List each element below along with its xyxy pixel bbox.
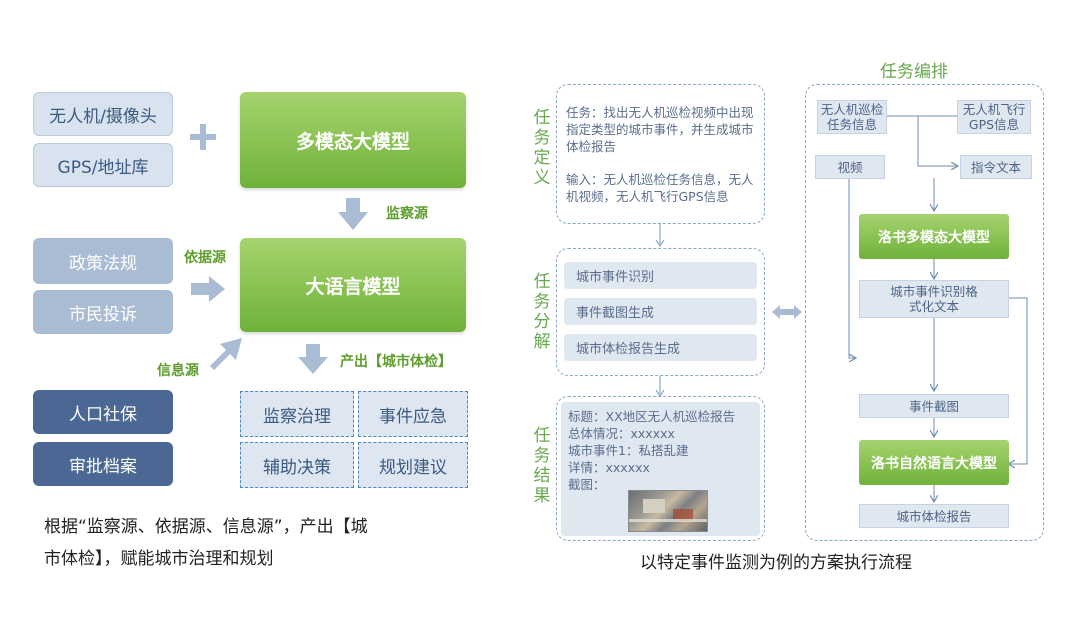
title-task-result: 任务结果 [533, 426, 551, 506]
flow-gps-info: 无人机飞行GPS信息 [957, 100, 1031, 134]
result-detail-line: 详情：xxxxxx [568, 460, 650, 475]
label-info-source: 信息源 [157, 363, 199, 379]
source-gps-address: GPS/地址库 [33, 143, 173, 187]
source-population-social: 人口社保 [33, 390, 173, 434]
flow-video: 视频 [815, 155, 885, 179]
multimodal-model-box: 多模态大模型 [240, 92, 466, 188]
left-caption-line2: 市体检】，赋能城市治理和规划 [44, 549, 274, 569]
right-arrow-icon [191, 276, 225, 302]
result-event-line: 城市事件1：私搭乱建 [568, 443, 689, 458]
flow-report: 城市体检报告 [859, 504, 1009, 528]
down-arrow-icon [655, 376, 665, 398]
source-drone-camera: 无人机/摄像头 [33, 92, 173, 136]
up-right-arrow-icon [210, 338, 242, 370]
flow-task-info: 无人机巡检任务信息 [817, 100, 887, 134]
output-planning: 规划建议 [358, 442, 468, 488]
label-monitor-source: 监察源 [386, 206, 428, 222]
label-output: 产出【城市体检】 [340, 354, 452, 370]
title-task-definition: 任务定义 [533, 108, 551, 188]
double-arrow-icon [772, 305, 802, 319]
decomp-item: 事件截图生成 [564, 298, 757, 325]
panel-task-definition [556, 84, 765, 224]
source-citizen-complaint: 市民投诉 [33, 290, 173, 334]
decomp-item: 城市事件识别 [564, 262, 757, 289]
down-arrow-icon [298, 344, 328, 374]
flow-instruction-text: 指令文本 [960, 155, 1032, 179]
output-emergency: 事件应急 [358, 391, 468, 437]
label-basis-source: 依据源 [184, 250, 226, 266]
plus-icon [190, 124, 216, 150]
language-model-box: 大语言模型 [240, 238, 466, 332]
flow-event-screenshot: 事件截图 [859, 394, 1009, 418]
result-title-line: 标题：XX地区无人机巡检报告 [568, 409, 736, 424]
right-caption: 以特定事件监测为例的方案执行流程 [640, 553, 912, 573]
result-overview-line: 总体情况：xxxxxx [568, 426, 675, 441]
task-input: 输入：无人机巡检任务信息，无人机视频，无人机飞行GPS信息 [566, 172, 754, 204]
down-arrow-icon [338, 198, 368, 230]
decomp-item: 城市体检报告生成 [564, 334, 757, 361]
down-arrow-icon [655, 224, 665, 248]
flow-natural-language-model: 洛书自然语言大模型 [859, 440, 1009, 485]
task-description: 任务：找出无人机巡检视频中出现指定类型的城市事件，并生成城市体检报告 [566, 105, 754, 154]
result-screenshot-line: 截图： [568, 477, 606, 492]
source-policy-law: 政策法规 [33, 238, 173, 284]
flow-connectors [848, 115, 1028, 541]
output-decision-support: 辅助决策 [240, 442, 354, 488]
output-supervision: 监察治理 [240, 391, 354, 437]
event-screenshot-image [628, 490, 708, 532]
title-task-decomposition: 任务分解 [533, 272, 551, 352]
title-task-orchestration: 任务编排 [880, 62, 948, 82]
left-caption-line1: 根据“监察源、依据源、信息源”，产出【城 [44, 517, 368, 537]
source-approval-archive: 审批档案 [33, 442, 173, 486]
flow-event-text: 城市事件识别格式化文本 [859, 280, 1009, 318]
flow-multimodal-model: 洛书多模态大模型 [859, 214, 1009, 259]
